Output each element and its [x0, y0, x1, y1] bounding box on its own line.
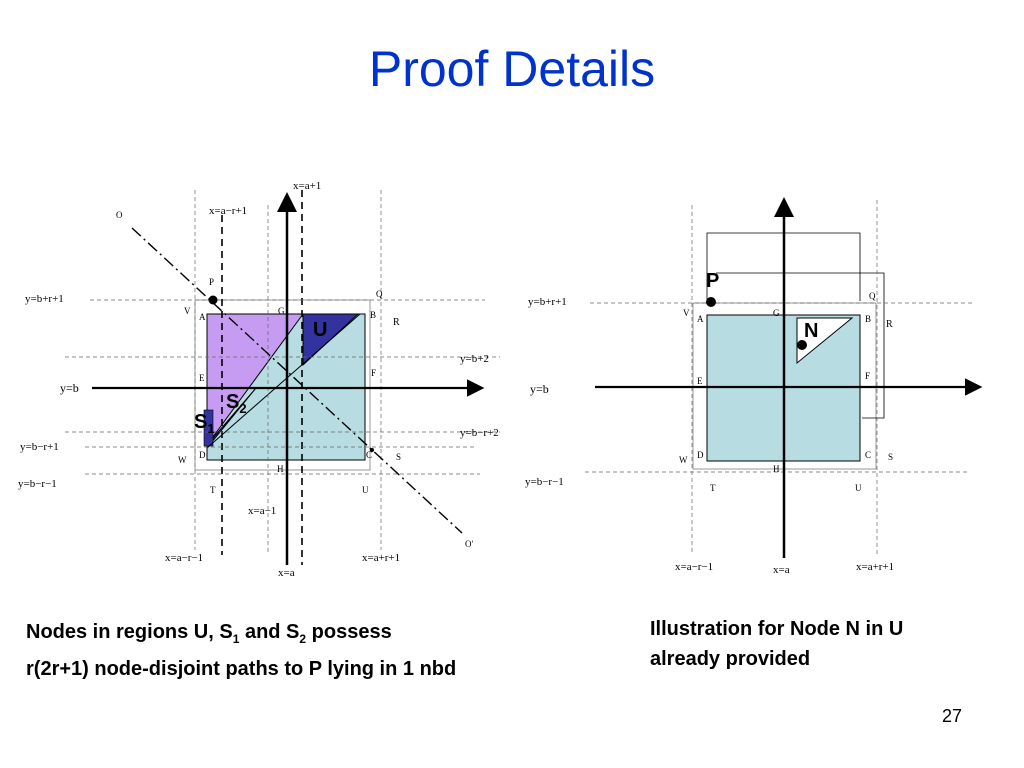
left-label-y-b-minus-r-plus-1: y=b−r+1 [20, 441, 59, 453]
region-s2-dark [206, 387, 257, 450]
left-point-f: F [371, 368, 376, 378]
right-label-x-a: x=a [773, 564, 790, 576]
left-label-x-a-plus-r-plus-1: x=a+r+1 [362, 552, 400, 564]
right-label-y-b-plus-r-plus-1: y=b+r+1 [528, 296, 567, 308]
right-path-inner [716, 272, 885, 419]
right-figure: P N y=b+r+1 y=b y=b−r−1 x=a−r−1 x=a x=a+… [525, 197, 983, 576]
left-point-p: P [209, 277, 214, 287]
right-label-n: N [804, 320, 818, 342]
region-label-s1: S1 [194, 411, 215, 436]
left-point-c: C [366, 450, 372, 460]
region-label-s2: S2 [226, 391, 247, 416]
region-s1-dark [203, 409, 214, 447]
left-label-y-b: y=b [60, 381, 79, 395]
right-point-g: G [773, 308, 780, 318]
right-point-d: D [697, 450, 704, 460]
left-point-v: V [184, 306, 191, 316]
left-diagonal-o-o-prime [131, 227, 463, 534]
left-small-dot [370, 448, 374, 452]
left-point-r: R [393, 317, 400, 328]
right-point-a: A [697, 314, 704, 324]
region-label-u: U [313, 319, 327, 341]
caption-right-line2: already provided [650, 648, 811, 670]
right-point-w: W [679, 455, 688, 465]
right-point-b: B [865, 314, 871, 324]
left-point-t: T [210, 485, 216, 495]
right-point-t: T [710, 483, 716, 493]
right-point-v: V [683, 308, 690, 318]
right-label-x-a-minus-r-minus-1: x=a−r−1 [675, 561, 713, 573]
left-point-g: G [278, 306, 285, 316]
right-point-c: C [865, 450, 871, 460]
right-label-y-b-minus-r-minus-1: y=b−r−1 [525, 476, 564, 488]
right-node-n [797, 340, 807, 350]
left-point-o: O [116, 210, 123, 220]
caption-left-line1: Nodes in regions U, S1 and S2 possess [26, 621, 392, 646]
left-point-h: H [277, 464, 284, 474]
left-point-q: Q [376, 289, 383, 299]
left-label-x-a: x=a [278, 567, 295, 579]
left-point-b: B [370, 310, 376, 320]
right-point-h: H [773, 464, 780, 474]
right-label-y-b: y=b [530, 382, 549, 396]
caption-right-line1: Illustration for Node N in U [650, 618, 904, 640]
right-label-x-a-plus-r-plus-1: x=a+r+1 [856, 561, 894, 573]
proof-diagrams: x=a+1 x=a−r+1 y=b+r+1 y=b+2 y=b y=b−r+2 … [18, 180, 983, 579]
left-node-p [208, 295, 218, 305]
slide-title: Proof Details [368, 41, 656, 97]
left-label-y-b-plus-r-plus-1: y=b+r+1 [25, 293, 64, 305]
right-point-s: S [888, 452, 893, 462]
left-point-s: S [396, 452, 401, 462]
left-label-x-a-minus-1: x=a−1 [248, 505, 276, 517]
left-figure: x=a+1 x=a−r+1 y=b+r+1 y=b+2 y=b y=b−r+2 … [18, 180, 500, 579]
left-square-diagonal [206, 313, 361, 449]
left-point-u: U [362, 485, 369, 495]
right-triangle-n [796, 317, 854, 365]
left-point-w: W [178, 455, 187, 465]
right-point-u: U [855, 483, 862, 493]
left-point-o-prime: O' [465, 539, 473, 549]
left-point-a: A [199, 312, 206, 322]
region-s-light [206, 313, 304, 447]
left-label-y-b-minus-r-plus-2: y=b−r+2 [460, 427, 499, 439]
left-label-x-a-minus-r-plus-1: x=a−r+1 [209, 205, 247, 217]
left-label-x-a-plus-1-top: x=a+1 [293, 180, 321, 192]
right-point-q: Q [869, 291, 876, 301]
right-node-p [706, 297, 716, 307]
caption-right: Illustration for Node N in U already pro… [650, 614, 903, 674]
right-point-f: F [865, 371, 870, 381]
left-label-y-b-minus-r-minus-1: y=b−r−1 [18, 478, 57, 490]
caption-left: Nodes in regions U, S1 and S2 possess r(… [26, 617, 456, 684]
left-point-e: E [199, 373, 205, 383]
left-label-y-b-plus-2: y=b+2 [460, 353, 489, 365]
left-label-x-a-minus-r-minus-1: x=a−r−1 [165, 552, 203, 564]
caption-left-line2: r(2r+1) node-disjoint paths to P lying i… [26, 658, 457, 680]
right-point-e: E [697, 376, 703, 386]
right-label-p: P [706, 270, 719, 292]
left-point-d: D [199, 450, 206, 460]
page-number: 27 [941, 706, 962, 726]
right-point-r: R [886, 319, 893, 330]
